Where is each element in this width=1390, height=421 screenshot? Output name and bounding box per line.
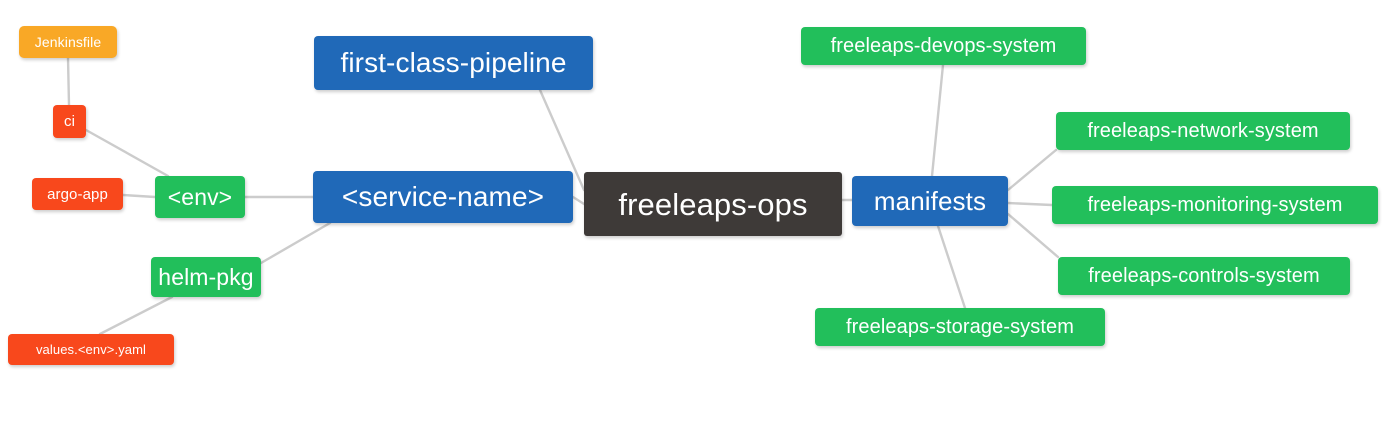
node-label: freeleaps-network-system [1087,120,1319,142]
edge-env-to-ci [84,128,170,178]
node-freeleaps-devops-system[interactable]: freeleaps-devops-system [801,27,1086,65]
node-root-freeleaps-ops[interactable]: freeleaps-ops [584,172,842,236]
node-label: freeleaps-controls-system [1088,265,1320,287]
node-label: argo-app [47,185,108,203]
node-label: freeleaps-monitoring-system [1087,194,1343,216]
node-manifests[interactable]: manifests [852,176,1008,226]
edge-service-name-to-helm-pkg [259,221,332,265]
edge-helm-pkg-to-values-yaml [98,295,174,336]
node-jenkinsfile[interactable]: Jenkinsfile [19,26,117,58]
node-label: first-class-pipeline [340,47,567,78]
edge-manifests-to-freeleaps-controls-system [1006,212,1060,259]
edge-ci-to-jenkinsfile [66,56,71,107]
node-label: freeleaps-devops-system [830,35,1057,57]
node-label: ci [63,113,76,130]
edge-manifests-to-freeleaps-network-system [1006,148,1058,192]
edge-manifests-to-freeleaps-storage-system [936,224,967,310]
node-freeleaps-controls-system[interactable]: freeleaps-controls-system [1058,257,1350,295]
edge-root-to-service-name [571,195,586,206]
node-label: freeleaps-ops [618,186,808,222]
node-first-class-pipeline[interactable]: first-class-pipeline [314,36,593,90]
node-label: <service-name> [341,181,545,212]
node-label: helm-pkg [158,263,254,290]
node-label: freeleaps-storage-system [845,316,1075,338]
node-label: <env> [167,183,233,210]
edge-manifests-to-freeleaps-devops-system [930,63,945,178]
node-label: manifests [873,186,987,216]
node-env[interactable]: <env> [155,176,245,218]
node-freeleaps-network-system[interactable]: freeleaps-network-system [1056,112,1350,150]
node-freeleaps-storage-system[interactable]: freeleaps-storage-system [815,308,1105,346]
node-label: Jenkinsfile [34,34,102,50]
node-helm-pkg[interactable]: helm-pkg [151,257,261,297]
node-values-yaml[interactable]: values.<env>.yaml [8,334,174,365]
node-service-name[interactable]: <service-name> [313,171,573,223]
node-label: values.<env>.yaml [35,342,147,357]
edge-manifests-to-freeleaps-monitoring-system [1006,201,1054,207]
node-ci[interactable]: ci [53,105,86,138]
edge-env-to-argo-app [121,193,157,199]
node-argo-app[interactable]: argo-app [32,178,123,210]
node-freeleaps-monitoring-system[interactable]: freeleaps-monitoring-system [1052,186,1378,224]
